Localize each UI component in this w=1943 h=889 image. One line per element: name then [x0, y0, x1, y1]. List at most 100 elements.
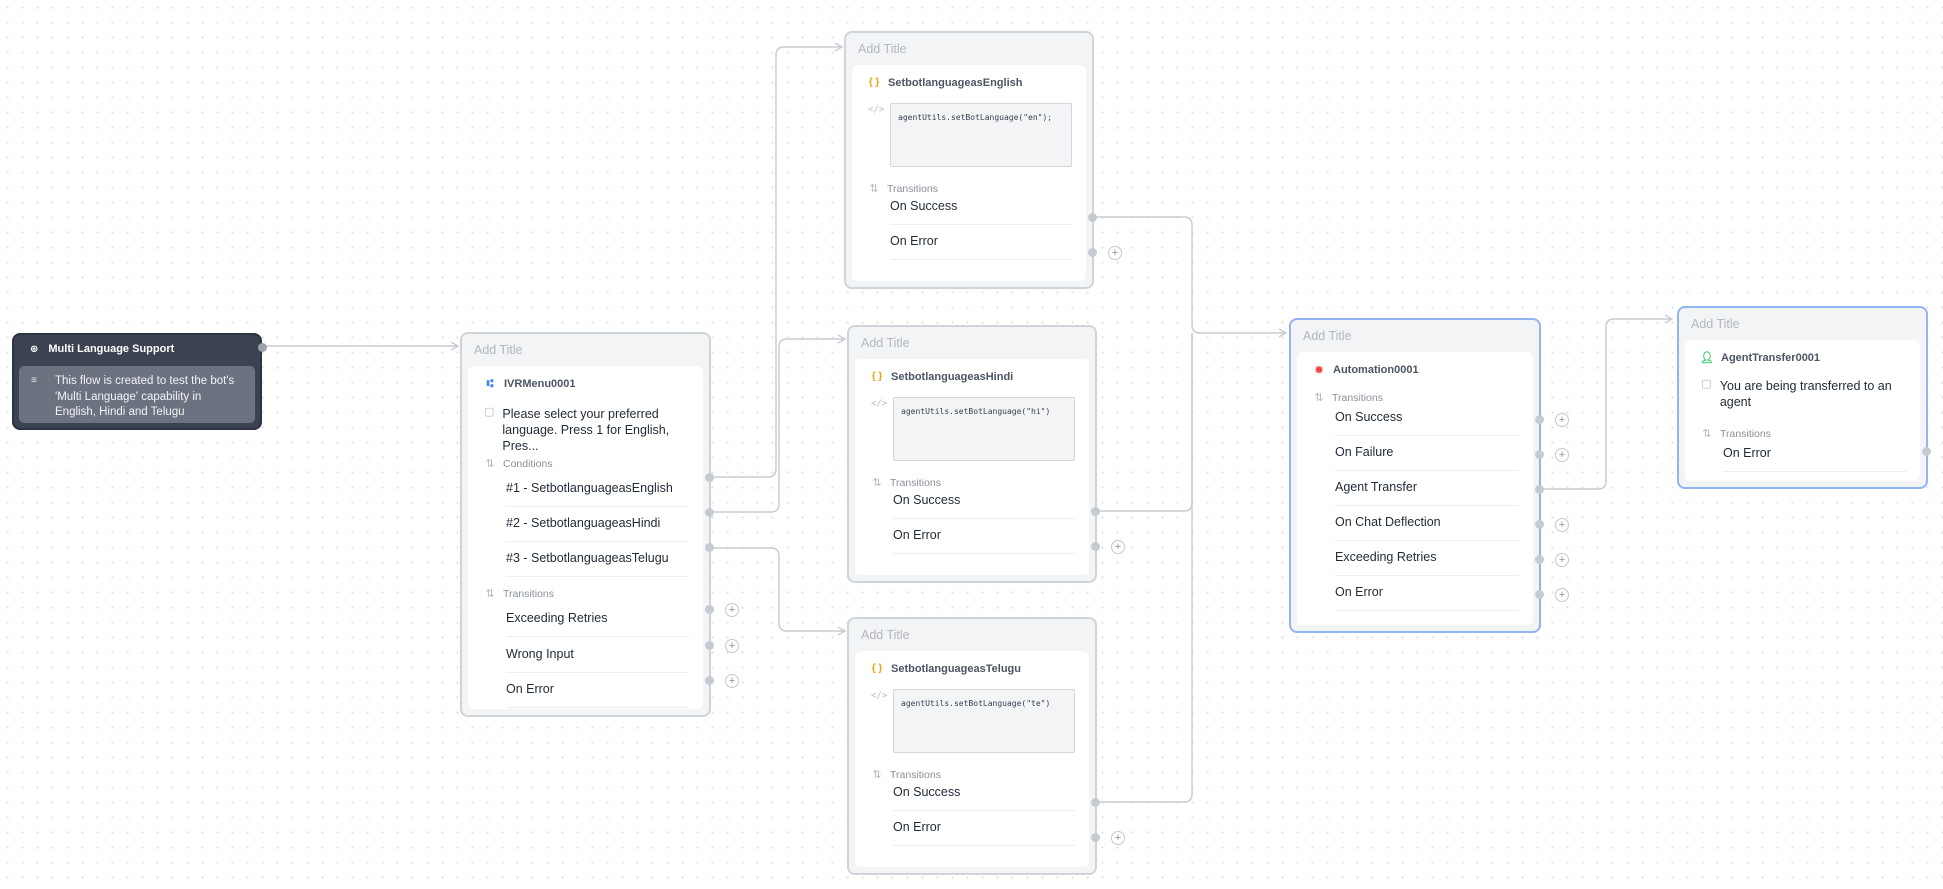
start-node-description-box[interactable]: ≡ This flow is created to test the bot's… [19, 366, 255, 423]
telugu-transition-row[interactable]: On Success [893, 775, 1075, 811]
ivr-transition-row[interactable]: On Error [506, 672, 689, 708]
ivr-wrong-input-handle[interactable] [705, 641, 714, 650]
automation-transition-row[interactable]: Agent Transfer [1335, 470, 1519, 506]
ivr-condition-row[interactable]: #3 - SetbotlanguageasTelugu [506, 541, 689, 577]
transitions-icon: ⇅ [872, 769, 882, 781]
script-node-english[interactable]: Add Title { } SetbotlanguageasEnglish </… [844, 31, 1094, 289]
agent-node-title-input[interactable]: Add Title [1691, 317, 1740, 331]
automation-chat-deflection-handle[interactable] [1535, 520, 1544, 529]
transitions-icon: ⇅ [1702, 428, 1712, 440]
hindi-transition-row[interactable]: On Error [893, 518, 1075, 554]
english-on-success-handle[interactable] [1088, 213, 1097, 222]
english-node-header: { } SetbotlanguageasEnglish [868, 77, 1023, 89]
automation-exceeding-retries-handle[interactable] [1535, 555, 1544, 564]
english-node-title-input[interactable]: Add Title [858, 42, 907, 56]
plus-icon[interactable]: + [725, 639, 739, 653]
ivr-condition-1-handle[interactable] [705, 473, 714, 482]
ivr-condition-row[interactable]: #2 - SetbotlanguageasHindi [506, 506, 689, 542]
ivr-transition-row[interactable]: Exceeding Retries [506, 601, 689, 637]
start-node[interactable]: ⊕ Multi Language Support ≡ This flow is … [12, 333, 267, 430]
hindi-code-text[interactable]: agentUtils.setBotLanguage("hi") [893, 397, 1075, 461]
ivr-exceeding-retries-handle[interactable] [705, 605, 714, 614]
ivr-condition-row[interactable]: #1 - SetbotlanguageasEnglish [506, 471, 689, 507]
automation-on-success-handle[interactable] [1535, 415, 1544, 424]
ivr-on-error-handle[interactable] [705, 676, 714, 685]
agent-on-error-handle[interactable] [1922, 447, 1931, 456]
agent-message[interactable]: ▢ You are being transferred to an agent [1701, 378, 1906, 410]
automation-transition-row[interactable]: On Failure [1335, 435, 1519, 471]
ivr-message[interactable]: ▢ Please select your preferred language.… [484, 406, 689, 454]
crosshair-icon: ⊕ [30, 343, 39, 355]
transitions-icon: ⇅ [869, 183, 879, 195]
english-code-text[interactable]: agentUtils.setBotLanguage("en"); [890, 103, 1072, 167]
automation-node[interactable]: Add Title ✹ Automation0001 ⇅ Transitions… [1289, 318, 1541, 633]
plus-icon[interactable]: + [725, 603, 739, 617]
telugu-on-success-handle[interactable] [1091, 798, 1100, 807]
automation-transition-row[interactable]: On Chat Deflection [1335, 505, 1519, 541]
ivr-message-text: Please select your preferred language. P… [502, 407, 670, 453]
plus-icon[interactable]: + [1555, 413, 1569, 427]
english-node-name: SetbotlanguageasEnglish [888, 77, 1023, 89]
transitions-icon: ⇅ [485, 458, 495, 470]
telugu-on-error-handle[interactable] [1091, 833, 1100, 842]
ivr-node-title-input[interactable]: Add Title [474, 343, 523, 357]
edge-english-to-automation [1093, 216, 1288, 338]
automation-transitions-label: Transitions [1332, 392, 1383, 404]
hindi-on-error-handle[interactable] [1091, 542, 1100, 551]
agent-transitions-header: ⇅ Transitions [1701, 428, 1771, 440]
plus-icon[interactable]: + [1555, 448, 1569, 462]
telugu-node-title-input[interactable]: Add Title [861, 628, 910, 642]
edge-ivr-to-english [710, 42, 844, 478]
plus-icon[interactable]: + [1555, 588, 1569, 602]
ivr-transition-row[interactable]: Wrong Input [506, 637, 689, 673]
english-transition-row[interactable]: On Success [890, 189, 1072, 225]
english-transition-row[interactable]: On Error [890, 224, 1072, 260]
plus-icon[interactable]: + [725, 674, 739, 688]
plus-icon[interactable]: + [1111, 831, 1125, 845]
code-icon: </> [868, 105, 885, 115]
telugu-transition-row[interactable]: On Error [893, 810, 1075, 846]
plus-icon[interactable]: + [1555, 553, 1569, 567]
edge-telugu-to-automation [1096, 333, 1193, 803]
automation-transition-row[interactable]: On Error [1335, 575, 1519, 611]
braces-icon: { } [871, 371, 883, 382]
agent-node-name: AgentTransfer0001 [1721, 352, 1821, 364]
ivr-condition-2-handle[interactable] [705, 508, 714, 517]
automation-transition-row[interactable]: On Success [1335, 400, 1519, 436]
automation-transitions-header: ⇅ Transitions [1313, 392, 1383, 404]
script-node-hindi[interactable]: Add Title { } SetbotlanguageasHindi </> … [847, 325, 1097, 583]
hindi-transitions-label: Transitions [890, 477, 941, 489]
telugu-code-text[interactable]: agentUtils.setBotLanguage("te") [893, 689, 1075, 753]
automation-transition-row[interactable]: Exceeding Retries [1335, 540, 1519, 576]
automation-on-error-handle[interactable] [1535, 590, 1544, 599]
ivr-menu-node[interactable]: Add Title ⑆ IVRMenu0001 ▢ Please select … [460, 332, 711, 717]
plus-icon[interactable]: + [1108, 246, 1122, 260]
automation-node-title-input[interactable]: Add Title [1303, 329, 1352, 343]
transitions-icon: ⇅ [485, 588, 495, 600]
hindi-transition-row[interactable]: On Success [893, 483, 1075, 519]
hindi-on-success-handle[interactable] [1091, 507, 1100, 516]
automation-agent-transfer-handle[interactable] [1535, 485, 1544, 494]
start-node-header: ⊕ Multi Language Support [30, 343, 174, 355]
hindi-code-block[interactable]: </> agentUtils.setBotLanguage("hi") [871, 397, 1075, 461]
english-on-error-handle[interactable] [1088, 248, 1097, 257]
plus-icon[interactable]: + [1555, 518, 1569, 532]
agent-transition-row[interactable]: On Error [1723, 436, 1906, 472]
plus-icon[interactable]: + [1111, 540, 1125, 554]
ivr-transitions-header: ⇅ Transitions [484, 588, 554, 600]
script-node-telugu[interactable]: Add Title { } SetbotlanguageasTelugu </>… [847, 617, 1097, 875]
edge-ivr-to-telugu [710, 547, 847, 636]
start-output-handle[interactable] [258, 343, 267, 352]
automation-on-failure-handle[interactable] [1535, 450, 1544, 459]
automation-gear-icon: ✹ [1313, 363, 1325, 377]
hindi-transitions-header: ⇅ Transitions [871, 477, 941, 489]
agent-node-header: 👤︎ AgentTransfer0001 [1700, 352, 1821, 364]
agent-transfer-node[interactable]: Add Title 👤︎ AgentTransfer0001 ▢ You are… [1677, 306, 1928, 489]
ivr-condition-3-handle[interactable] [705, 543, 714, 552]
telugu-transitions-label: Transitions [890, 769, 941, 781]
english-code-block[interactable]: </> agentUtils.setBotLanguage("en"); [868, 103, 1072, 167]
hindi-node-title-input[interactable]: Add Title [861, 336, 910, 350]
telugu-code-block[interactable]: </> agentUtils.setBotLanguage("te") [871, 689, 1075, 753]
telugu-node-name: SetbotlanguageasTelugu [891, 663, 1021, 675]
